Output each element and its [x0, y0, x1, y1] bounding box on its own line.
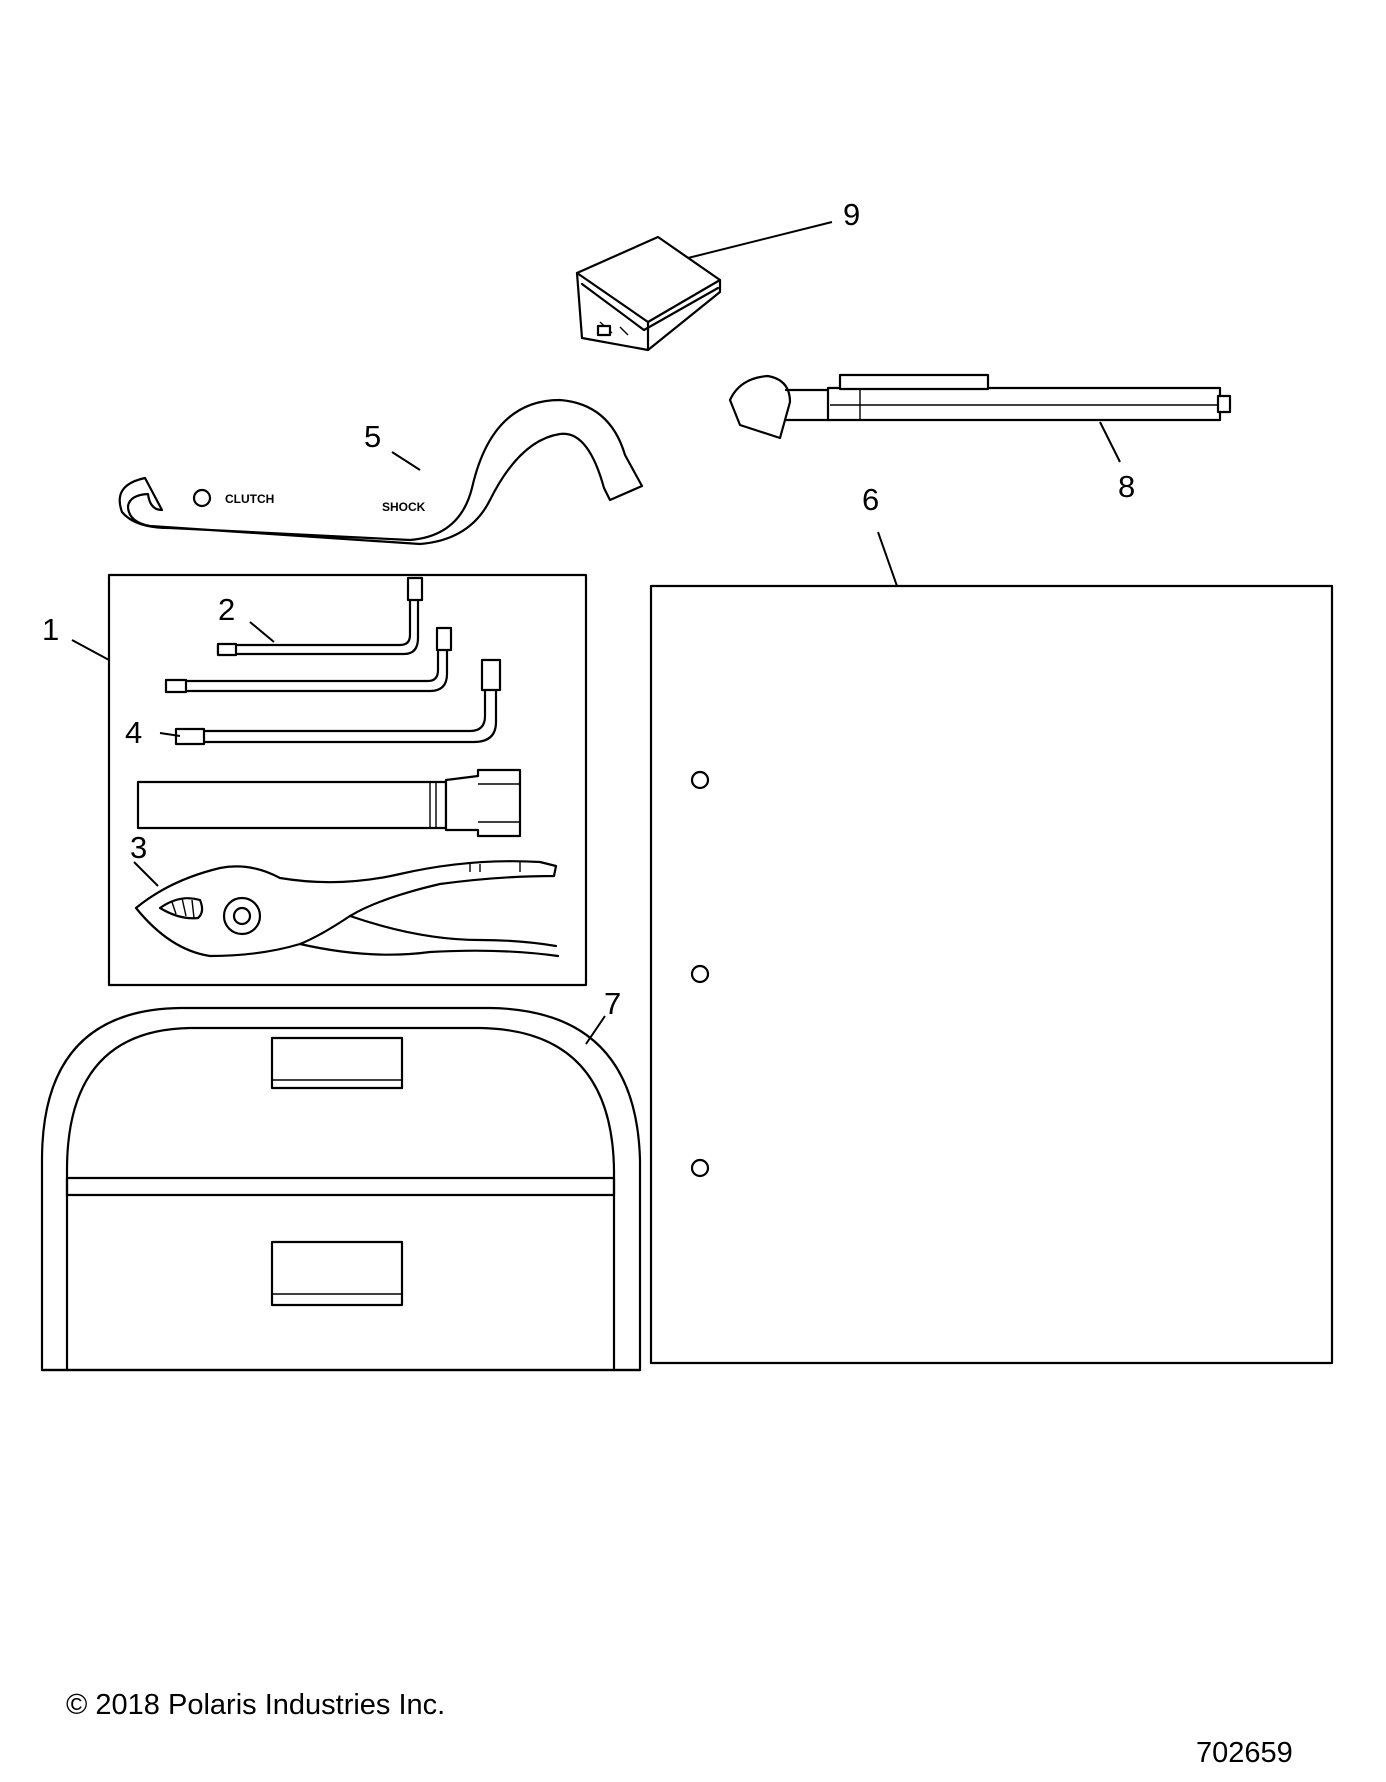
callout-7: 7 — [604, 986, 621, 1021]
callout-1: 1 — [42, 612, 59, 647]
wrench-clutch-text: CLUTCH — [225, 492, 274, 506]
leader-4 — [159, 732, 181, 737]
callout-3: 3 — [130, 830, 147, 865]
part-8-tool — [728, 373, 1232, 440]
leader-2 — [249, 621, 275, 643]
callout-4: 4 — [125, 715, 142, 750]
part-2-allen-wrench — [216, 576, 424, 657]
part-3-pliers — [134, 860, 560, 958]
part-7-storage-bag — [40, 1006, 642, 1372]
leader-7 — [585, 1015, 606, 1045]
callout-9: 9 — [843, 197, 860, 232]
leader-9 — [687, 221, 833, 259]
callout-6: 6 — [862, 482, 879, 517]
leader-6 — [877, 531, 898, 587]
part-5-spanner-wrench: CLUTCH SHOCK — [118, 398, 644, 546]
part-1-tool-kit — [107, 573, 588, 987]
leader-8 — [1099, 421, 1121, 463]
callout-2: 2 — [218, 592, 235, 627]
leader-3 — [133, 861, 159, 887]
allen-wrench-middle — [164, 626, 453, 694]
callout-8: 8 — [1118, 469, 1135, 504]
wrench-shock-text: SHOCK — [382, 500, 426, 514]
leader-1 — [71, 639, 110, 661]
part-9-box — [575, 235, 722, 352]
leader-5 — [391, 451, 421, 471]
spark-plug-socket — [136, 768, 522, 838]
part-6-manual — [649, 584, 1334, 1365]
copyright-text: © 2018 Polaris Industries Inc. — [66, 1689, 446, 1721]
part-4-allen-wrench — [174, 658, 502, 746]
diagram-number: 702659 — [1196, 1737, 1293, 1769]
callout-5: 5 — [364, 419, 381, 454]
